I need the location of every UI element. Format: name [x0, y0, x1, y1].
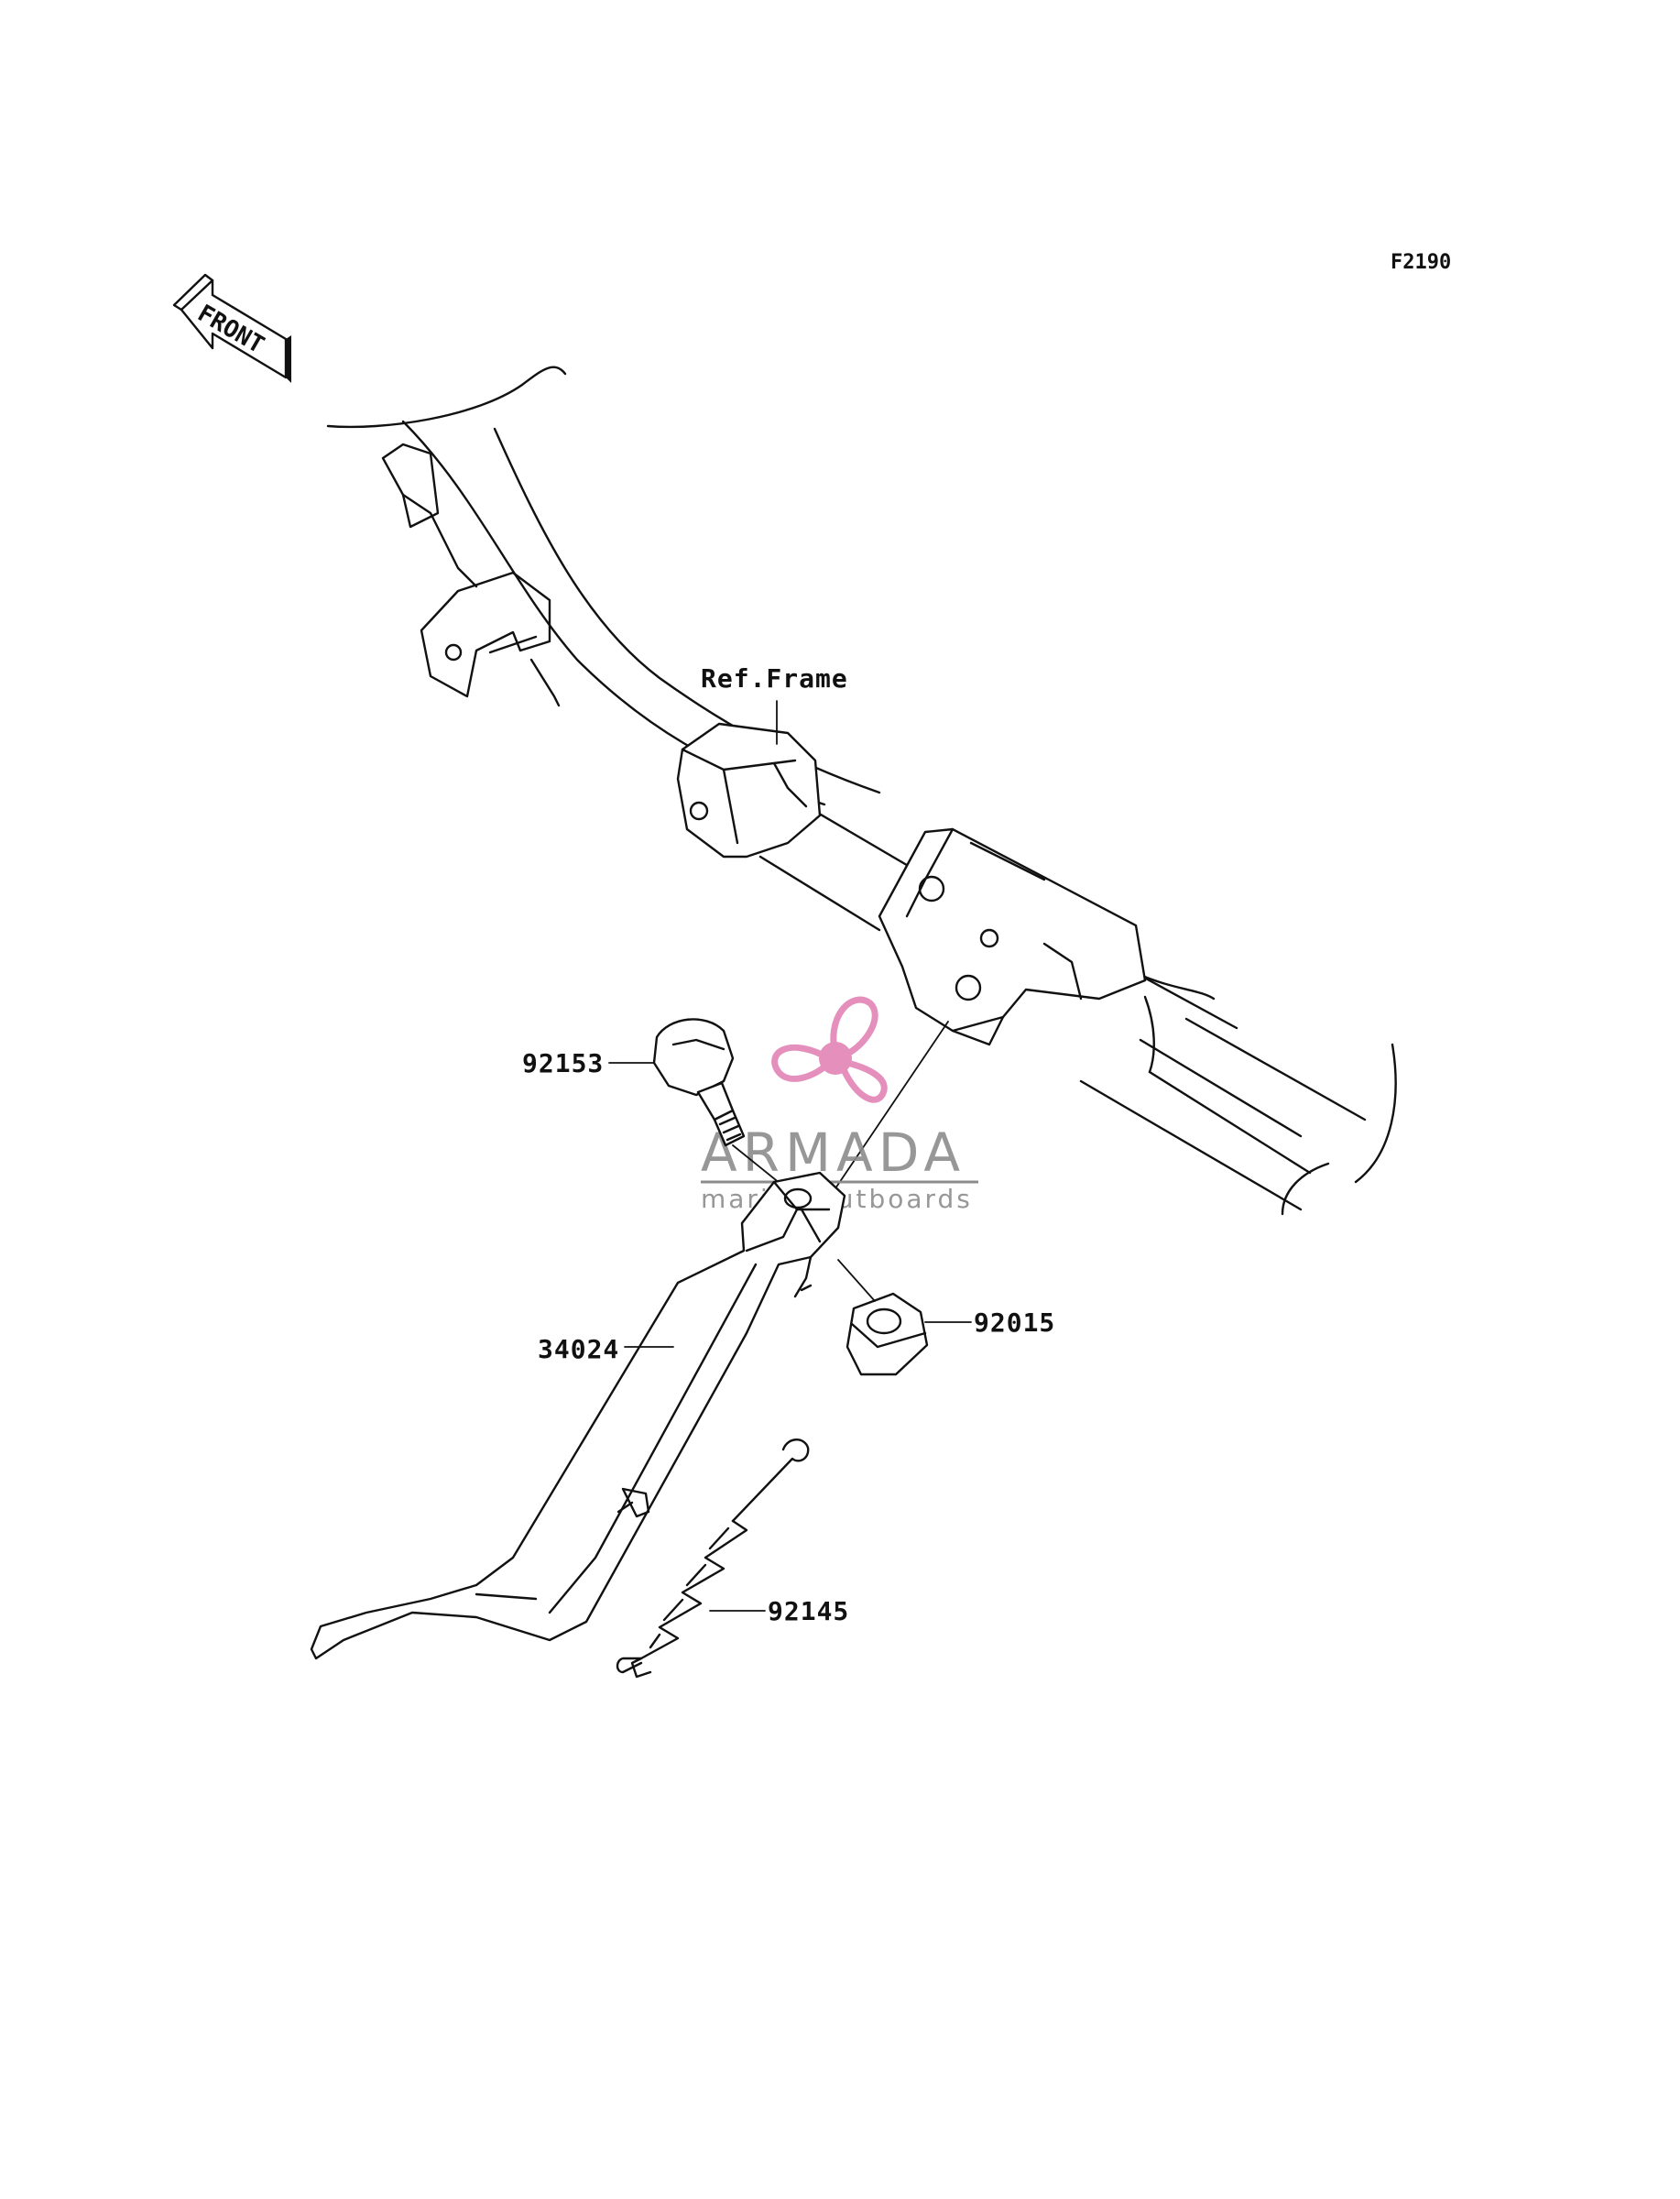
- figure-code: F2190: [1391, 251, 1451, 274]
- callout-34024: 34024: [538, 1334, 619, 1364]
- bolt-92153: [652, 1018, 791, 1192]
- frame-outline: [326, 366, 1397, 1216]
- watermark: ARMADA marine outboards: [701, 996, 978, 1214]
- front-arrow-icon: FRONT: [172, 273, 291, 383]
- side-stand-34024: [310, 1171, 846, 1660]
- callout-92153: 92153: [522, 1048, 604, 1078]
- frame-mount-leader: [833, 1021, 949, 1192]
- nut-92015: [837, 1259, 929, 1376]
- callout-92145: 92145: [768, 1596, 849, 1626]
- ref-frame-label: Ref.Frame: [701, 663, 848, 694]
- spring-92145: [616, 1439, 810, 1679]
- callout-92015: 92015: [974, 1307, 1055, 1338]
- watermark-title: ARMADA: [701, 1121, 965, 1184]
- propeller-icon: [771, 996, 888, 1103]
